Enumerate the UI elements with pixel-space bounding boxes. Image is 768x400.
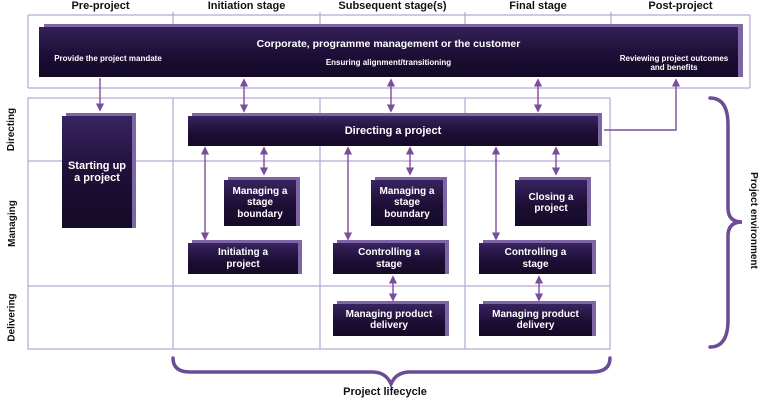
- stage-header-final: Final stage: [509, 0, 567, 12]
- lane-managing-text: Managing: [6, 200, 18, 247]
- initiating-a-project-box[interactable]: Initiating a project: [188, 243, 298, 274]
- managing-stage-boundary-subsequent-box[interactable]: Managing a stage boundary: [371, 180, 443, 226]
- managing-product-delivery-final-box[interactable]: Managing product delivery: [479, 304, 592, 336]
- flow-arrows: [95, 78, 681, 302]
- project-environment-text: Project environment: [747, 171, 759, 269]
- directing-a-project-box[interactable]: Directing a project: [188, 116, 598, 146]
- project-lifecycle-label: Project lifecycle: [343, 386, 427, 398]
- stage-header-post-project: Post-project: [648, 0, 713, 12]
- lane-label-managing: Managing: [0, 161, 24, 286]
- managing-product-delivery-subsequent-box[interactable]: Managing product delivery: [333, 304, 445, 336]
- corporate-title: Corporate, programme management or the c…: [256, 38, 521, 50]
- lane-label-delivering: Delivering: [0, 286, 24, 349]
- starting-up-a-project-box[interactable]: Starting up a project: [62, 116, 132, 228]
- environment-brace: [708, 96, 743, 349]
- project-environment-label: Project environment: [738, 150, 768, 290]
- controlling-a-stage-subsequent-box[interactable]: Controlling a stage: [333, 243, 445, 274]
- mandate-note: Provide the project mandate: [54, 54, 162, 63]
- managing-stage-boundary-initiation-box[interactable]: Managing a stage boundary: [224, 180, 296, 226]
- lane-directing-text: Directing: [6, 107, 18, 152]
- review-note: Reviewing project outcomes and benefits: [619, 54, 729, 73]
- corporate-banner: Corporate, programme management or the c…: [39, 27, 738, 77]
- stage-header-initiation: Initiation stage: [207, 0, 286, 12]
- corporate-subtitle: Ensuring alignment/transitioning: [325, 58, 452, 67]
- lane-label-directing: Directing: [0, 98, 24, 161]
- closing-a-project-box[interactable]: Closing a project: [515, 180, 587, 226]
- stage-header-pre-project: Pre-project: [71, 0, 130, 12]
- stage-header-subsequent: Subsequent stage(s): [338, 0, 447, 12]
- lifecycle-brace: [171, 356, 612, 389]
- controlling-a-stage-final-box[interactable]: Controlling a stage: [479, 243, 592, 274]
- lane-delivering-text: Delivering: [6, 293, 18, 342]
